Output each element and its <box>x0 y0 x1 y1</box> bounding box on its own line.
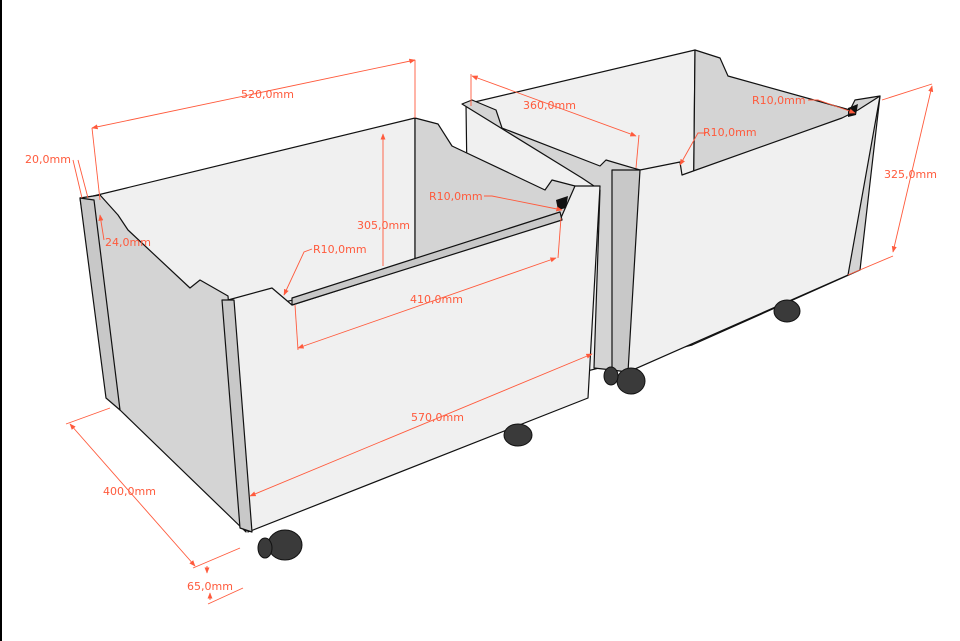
dim-20: 20,0mm <box>25 153 71 166</box>
dim-24: 24,0mm <box>105 236 151 249</box>
dim-r10-right-box-left: R10,0mm <box>703 126 757 139</box>
left-box-front-edge-strip <box>221 299 253 533</box>
left-box <box>79 117 601 561</box>
dim-65: 65,0mm <box>187 580 233 593</box>
window-border <box>0 0 2 641</box>
caster-wheel <box>773 299 801 323</box>
dim-r10-right-box-right: R10,0mm <box>752 94 806 107</box>
caster-wheel <box>267 529 303 561</box>
caster-wheel <box>603 366 619 386</box>
dim-305: 305,0mm <box>357 219 410 232</box>
caster-wheel <box>257 537 273 559</box>
dim-520: 520,0mm <box>241 88 294 101</box>
dim-400: 400,0mm <box>103 485 156 498</box>
caster-wheel <box>616 367 646 395</box>
dimension-annotations: 520,0mm 20,0mm 24,0mm 305,0mm R10,0mm R1… <box>25 58 937 605</box>
dim-570: 570,0mm <box>411 411 464 424</box>
dim-r10-right-front: R10,0mm <box>429 190 483 203</box>
dim-r10-left-front: R10,0mm <box>313 243 367 256</box>
dim-410: 410,0mm <box>410 293 463 306</box>
caster-wheel <box>503 423 533 447</box>
left-box-left-edge-strip <box>79 197 121 411</box>
dim-325: 325,0mm <box>884 168 937 181</box>
dim-360: 360,0mm <box>523 99 576 112</box>
